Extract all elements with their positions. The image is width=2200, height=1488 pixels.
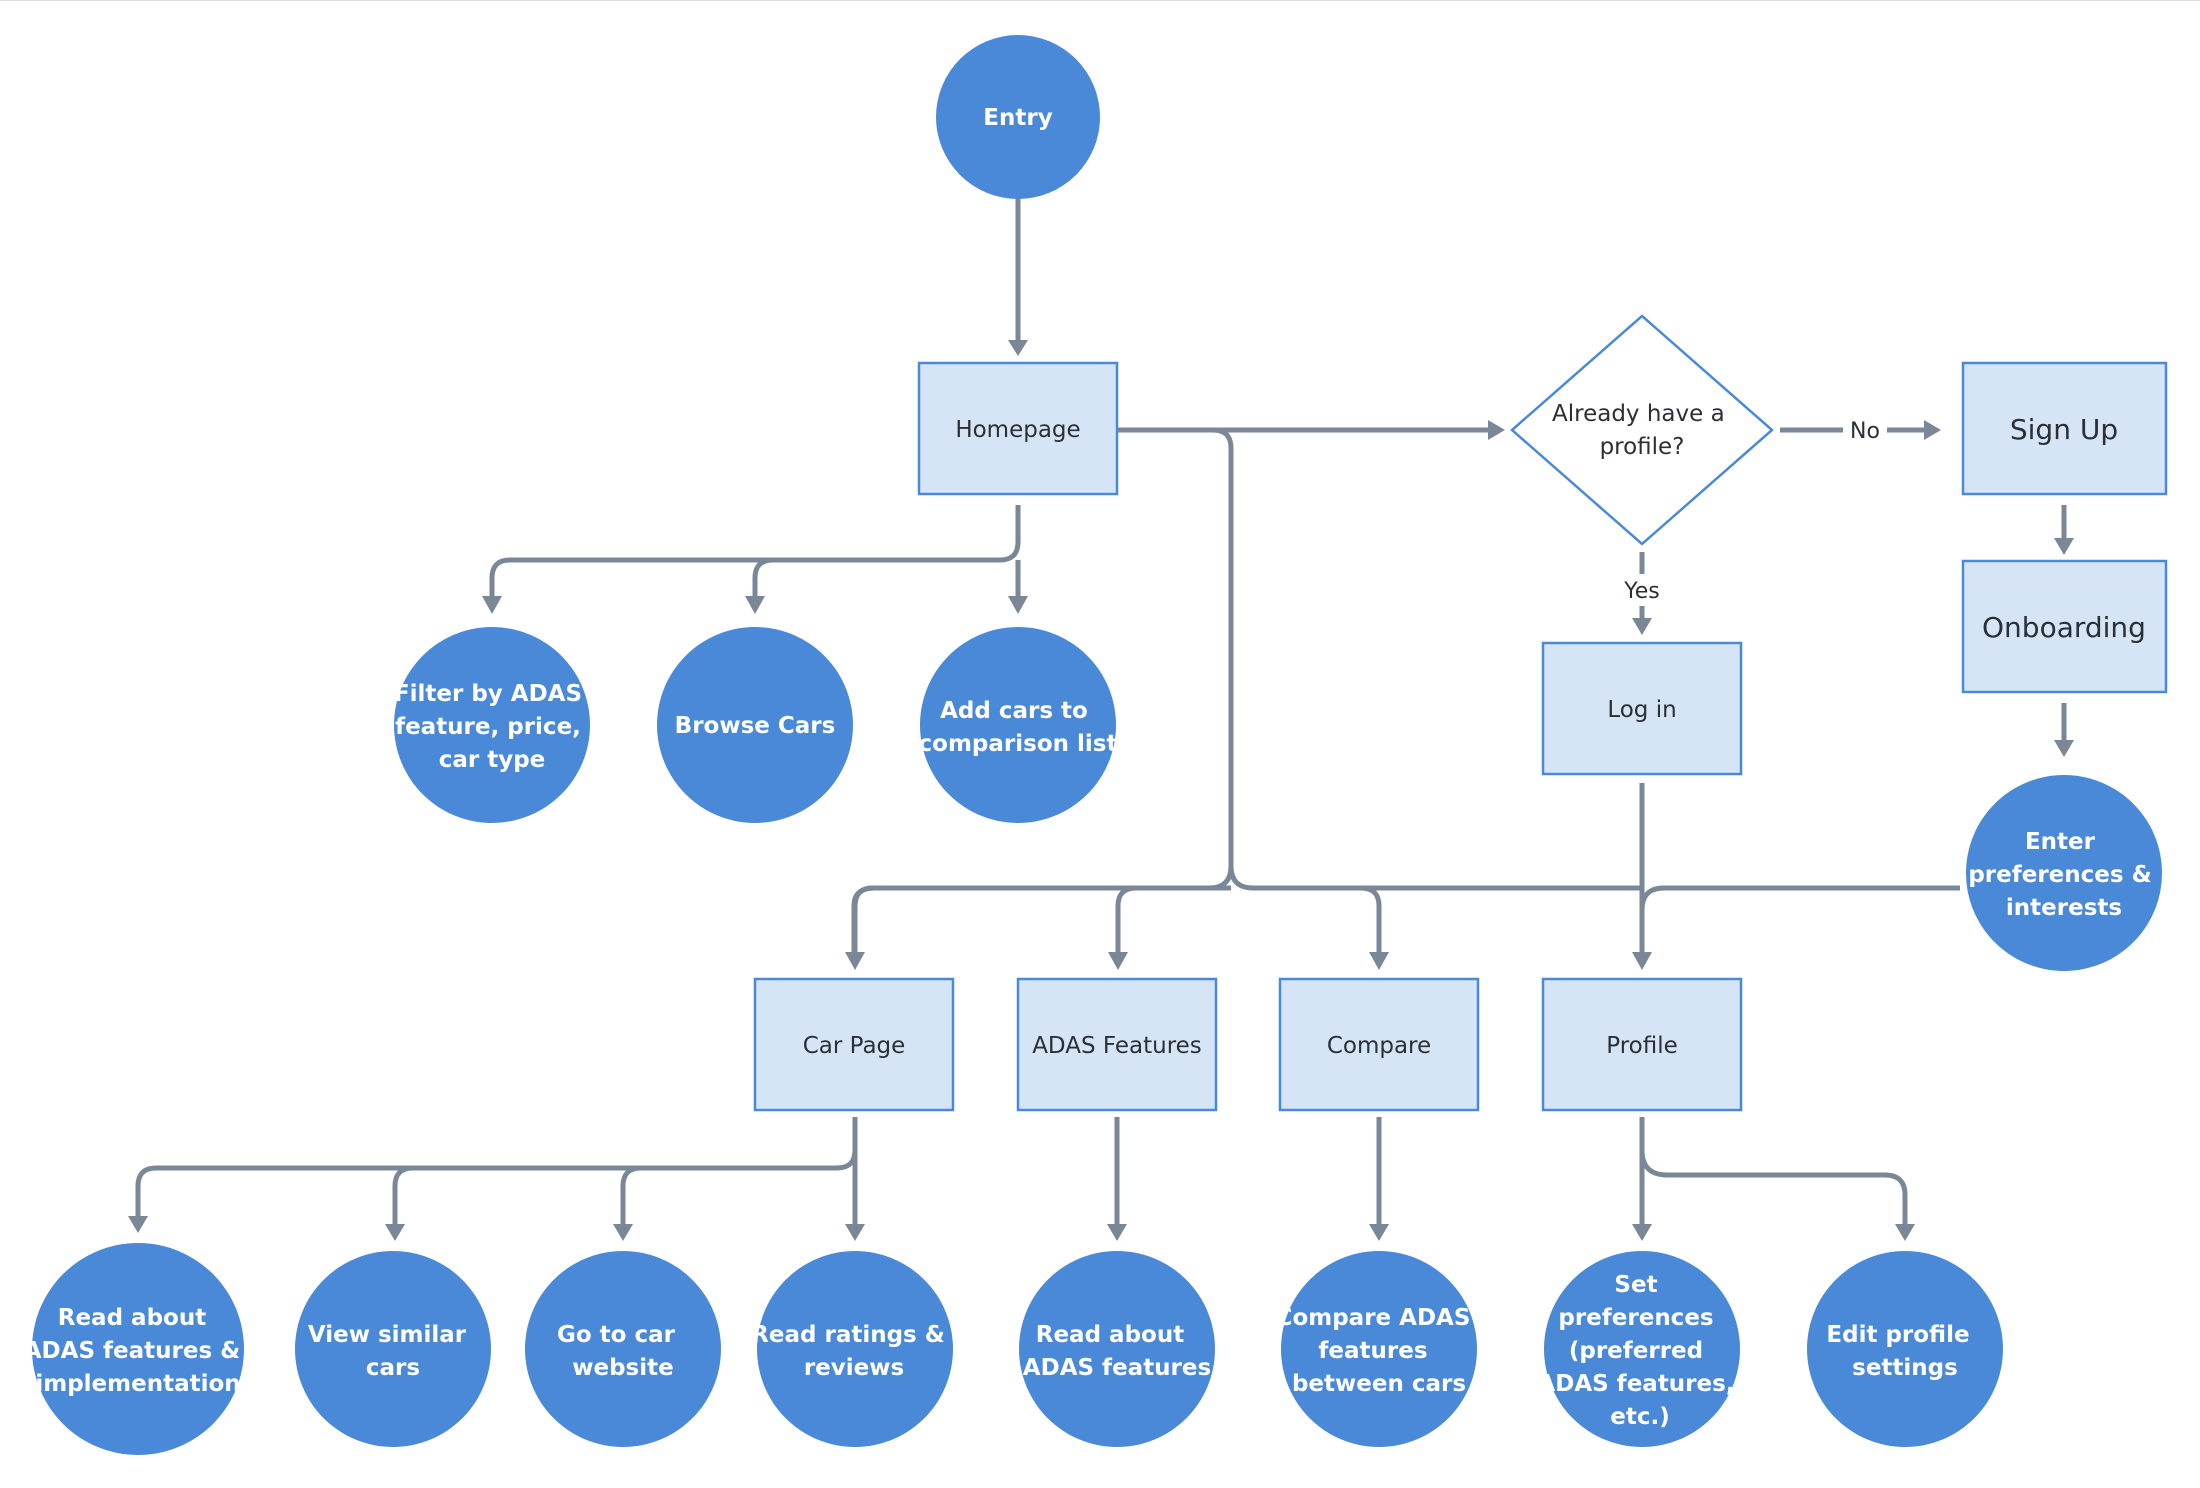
adas-features-label: ADAS Features: [1032, 1033, 1202, 1059]
car-page-label: Car Page: [803, 1033, 906, 1059]
read-adas-impl-node[interactable]: Read about ADAS features & implementatio…: [24, 1243, 248, 1455]
homepage-node[interactable]: Homepage: [917, 361, 1119, 496]
read-ratings-label: Read ratings & reviews: [751, 1322, 953, 1381]
already-profile-label: Already have a profile?: [1552, 401, 1732, 460]
compare-node[interactable]: Compare: [1278, 977, 1480, 1112]
edge-carpage-children: [135, 1117, 858, 1218]
edge-bus-drop-car: [852, 885, 874, 954]
edit-profile-label: Edit profile settings: [1826, 1322, 1977, 1381]
view-similar-node[interactable]: View similar cars: [295, 1251, 491, 1447]
edge-bus-left: [852, 865, 1234, 954]
compare-adas-label: Compare ADAS features between cars: [1276, 1305, 1479, 1397]
arrow-edit-profile: [1895, 1224, 1915, 1241]
log-in-label: Log in: [1607, 697, 1676, 723]
edge-bus-car-page: [851, 885, 1231, 954]
edge-carpage-similar: [392, 1165, 414, 1226]
arrowheads: [128, 340, 2074, 1241]
nodes: Entry Homepage Filter by ADAS feature, p…: [24, 35, 2168, 1455]
edge-homepage-browse: [752, 557, 774, 598]
top-border: [0, 0, 2200, 1]
onboarding-label: Onboarding: [1982, 611, 2146, 644]
already-profile-decision[interactable]: Already have a profile?: [1510, 314, 1774, 546]
edge-profile-edit: [1639, 1149, 1908, 1226]
add-cars-node[interactable]: Add cars to comparison list: [919, 627, 1118, 823]
arrow-car-page: [845, 952, 865, 970]
edge-prefs-profile: [1639, 885, 1960, 911]
read-adas-impl-label: Read about ADAS features & implementatio…: [24, 1305, 248, 1397]
read-adas-node[interactable]: Read about ADAS features: [1019, 1251, 1215, 1447]
edge-bus-right: [1228, 865, 1382, 954]
homepage-label: Homepage: [955, 417, 1080, 443]
sign-up-label: Sign Up: [2010, 413, 2118, 446]
set-preferences-label: Set preferences (preferred ADAS features…: [1537, 1272, 1742, 1430]
edit-profile-node[interactable]: Edit profile settings: [1807, 1251, 2003, 1447]
edge-label-yes: Yes: [1623, 579, 1660, 604]
arrow-browse: [745, 596, 765, 614]
arrow-view-similar: [385, 1224, 405, 1241]
arrow-log-in: [1632, 618, 1652, 635]
set-preferences-node[interactable]: Set preferences (preferred ADAS features…: [1537, 1251, 1742, 1447]
arrow-enter-prefs: [2054, 740, 2074, 757]
arrow-set-prefs: [1632, 1224, 1652, 1241]
edge-labels: No Yes: [1612, 414, 1887, 606]
arrow-go-website: [613, 1224, 633, 1241]
connectors: [135, 198, 2067, 1226]
read-ratings-node[interactable]: Read ratings & reviews: [751, 1251, 953, 1447]
car-page-node[interactable]: Car Page: [753, 977, 955, 1112]
enter-preferences-label: Enter preferences & interests: [1968, 829, 2159, 921]
arrow-decision: [1488, 420, 1505, 440]
log-in-node[interactable]: Log in: [1541, 641, 1743, 776]
arrow-profile: [1632, 952, 1652, 970]
arrow-read-ratings: [845, 1224, 865, 1241]
browse-cars-node[interactable]: Browse Cars: [657, 627, 853, 823]
view-similar-label: View similar cars: [308, 1322, 474, 1381]
enter-preferences-node[interactable]: Enter preferences & interests: [1966, 775, 2162, 971]
profile-node[interactable]: Profile: [1541, 977, 1743, 1112]
arrow-sign-up: [1924, 420, 1941, 440]
onboarding-node[interactable]: Onboarding: [1961, 559, 2168, 694]
arrow-filter: [482, 596, 502, 614]
arrow-read-adas-impl: [128, 1216, 148, 1233]
compare-adas-node[interactable]: Compare ADAS features between cars: [1276, 1251, 1479, 1447]
go-website-label: Go to car website: [557, 1322, 683, 1381]
arrow-read-adas: [1107, 1224, 1127, 1241]
arrow-compare: [1369, 952, 1389, 970]
read-adas-label: Read about ADAS features: [1023, 1322, 1211, 1381]
arrow-onboarding: [2054, 538, 2074, 555]
edge-label-no: No: [1850, 419, 1880, 444]
profile-label: Profile: [1606, 1033, 1678, 1059]
edge-homepage-filter: [489, 505, 1021, 598]
edge-bus-adas: [1115, 885, 1137, 954]
entry-label: Entry: [983, 105, 1052, 131]
filter-node[interactable]: Filter by ADAS feature, price, car type: [394, 627, 590, 823]
arrow-adas-features: [1108, 952, 1128, 970]
filter-label: Filter by ADAS feature, price, car type: [394, 681, 590, 773]
add-cars-label: Add cars to comparison list: [919, 698, 1118, 757]
edge-homepage-trunk: [1117, 427, 1234, 866]
entry-node[interactable]: Entry: [936, 35, 1100, 199]
arrow-homepage: [1008, 340, 1028, 356]
adas-features-node[interactable]: ADAS Features: [1016, 977, 1218, 1112]
arrow-compare-adas: [1369, 1224, 1389, 1241]
edge-carpage-website: [620, 1165, 642, 1226]
arrow-add-cars: [1008, 596, 1028, 614]
go-website-node[interactable]: Go to car website: [525, 1251, 721, 1447]
browse-cars-label: Browse Cars: [675, 713, 836, 739]
compare-label: Compare: [1327, 1033, 1431, 1059]
sign-up-node[interactable]: Sign Up: [1961, 361, 2168, 496]
